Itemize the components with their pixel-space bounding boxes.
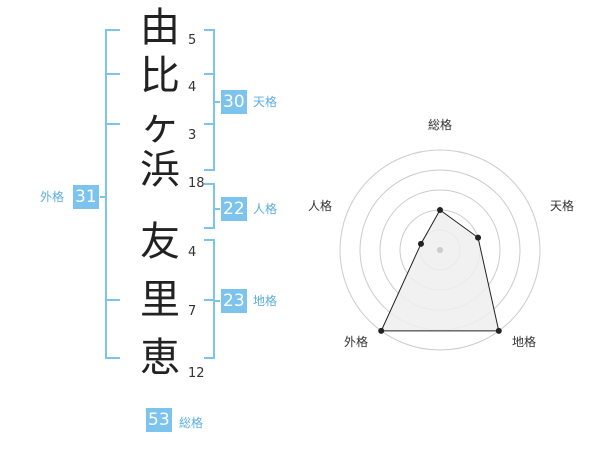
tenkaku-value: 30 xyxy=(221,90,247,114)
name-char: 恵 xyxy=(140,335,180,381)
stroke-count: 5 xyxy=(188,33,197,48)
jinkaku-label: 人格 xyxy=(253,202,278,216)
gaikaku-bracket xyxy=(105,29,120,359)
jinkaku-bracket xyxy=(204,183,215,229)
radar-axis-label: 外格 xyxy=(344,334,368,349)
radar-axis-label: 地格 xyxy=(512,334,536,349)
stroke-count: 4 xyxy=(188,80,197,95)
gaikaku-value: 31 xyxy=(73,185,99,209)
radar-point xyxy=(475,234,482,241)
stroke-count: 3 xyxy=(188,128,197,143)
stroke-count: 18 xyxy=(188,176,205,191)
gaikaku-label: 外格 xyxy=(40,190,65,204)
tenkaku-bracket xyxy=(204,29,215,171)
stroke-count: 4 xyxy=(188,245,197,260)
radar-center-point xyxy=(437,247,443,253)
name-brackets xyxy=(100,29,220,359)
chikaku-value: 23 xyxy=(221,289,247,313)
name-char: 由 xyxy=(140,5,180,51)
chikaku-label: 地格 xyxy=(253,294,278,308)
name-char: 浜 xyxy=(140,147,180,193)
soukaku-label: 総格 xyxy=(179,416,204,430)
radar-point xyxy=(378,327,385,334)
jinkaku-value: 22 xyxy=(221,197,247,221)
stroke-count: 7 xyxy=(188,304,197,319)
name-char: 比 xyxy=(140,53,180,99)
name-char: 里 xyxy=(140,277,180,323)
soukaku-value: 53 xyxy=(146,408,172,432)
tenkaku-label: 天格 xyxy=(253,95,278,109)
radar-axis-label: 総格 xyxy=(428,117,452,132)
radar-point xyxy=(437,207,443,213)
radar-axis-label: 人格 xyxy=(308,198,332,213)
radar-series-area xyxy=(380,209,500,332)
radar-axis-label: 天格 xyxy=(550,198,574,213)
name-char: ヶ xyxy=(140,103,180,149)
radar-point xyxy=(417,240,424,247)
stroke-count: 12 xyxy=(188,366,205,381)
radar-point xyxy=(495,327,502,334)
name-char: 友 xyxy=(140,219,180,265)
